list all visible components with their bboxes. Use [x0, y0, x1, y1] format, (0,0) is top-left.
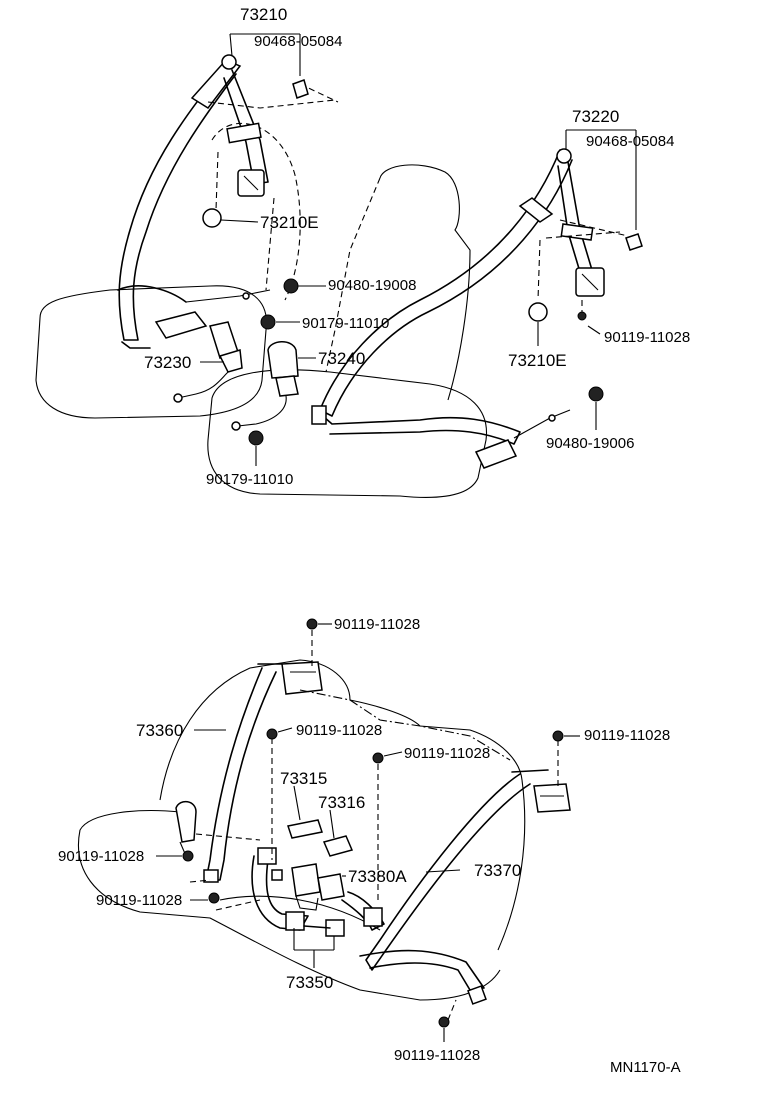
passenger-upper-guide: [518, 197, 554, 223]
driver-anchor-bolt-icon: [221, 54, 237, 70]
label-passenger-buckle: 73240: [318, 349, 365, 368]
label-73220: 73220: [572, 107, 619, 126]
label-73380A: 73380A: [348, 867, 407, 886]
driver-belt-upper-guide: [190, 59, 242, 109]
passenger-grommet-icon: [588, 386, 604, 402]
rear-top-bolt-icon: [306, 618, 318, 630]
rear-guide-dashdot: [299, 689, 511, 761]
rear-seat-cushion-line: [219, 895, 381, 931]
passenger-buckle-bolt-icon: [248, 430, 264, 446]
driver-seat-cushion: [35, 285, 268, 419]
rear-guide-dash: [189, 630, 559, 1021]
driver-buckle-bolt-icon: [260, 314, 276, 330]
rear-right-belt-webbing: [365, 773, 531, 971]
driver-buckle-wire: [185, 289, 271, 303]
figure-code: MN1170-A: [610, 1059, 681, 1076]
driver-grommet-icon: [283, 278, 299, 294]
rear-right-retractor: [533, 783, 571, 813]
label-rear-mid-bolt-left: 90119-11028: [296, 722, 382, 739]
rear-left-retractor: [281, 661, 323, 695]
rear-right-lap-belt: [359, 949, 485, 991]
driver-buckle-plate: [154, 311, 208, 339]
driver-belt-webbing: [118, 61, 237, 341]
passenger-cover-icon: [528, 302, 548, 322]
label-driver-cover: 73210E: [260, 213, 319, 232]
label-73360: 73360: [136, 721, 183, 740]
label-passenger-bolt: 90119-11028: [604, 329, 690, 346]
rear-right-top-bolt-icon: [552, 730, 564, 742]
rear-left-anchor: [175, 800, 197, 843]
driver-guide-dash: [207, 83, 339, 291]
passenger-guide-dash: [537, 219, 629, 301]
rear-bottom-bolt-icon: [438, 1016, 450, 1028]
label-rear-top-bolt: 90119-11028: [334, 616, 420, 633]
label-driver-buckle-bolt: 90179-11010: [302, 315, 389, 332]
label-73315: 73315: [280, 769, 327, 788]
driver-lap-belt: [117, 285, 187, 349]
passenger-buckle-plate: [474, 439, 518, 469]
label-passenger-buckle-bolt: 90179-11010: [206, 471, 293, 488]
label-rear-right-top-bolt: 90119-11028: [584, 727, 670, 744]
label-rear-bottom-bolt: 90119-11028: [394, 1047, 480, 1064]
rear-cover-a-icon: [287, 819, 323, 839]
passenger-bolt-icon: [577, 311, 587, 321]
rear-mid-bolt-left-icon: [266, 728, 278, 740]
rear-seat-back: [159, 659, 523, 801]
label-73210: 73210: [240, 5, 287, 24]
rear-center-buckle-icon: [291, 863, 321, 897]
rear-seat-back-side: [497, 779, 526, 951]
passenger-buckle-icon: [267, 341, 299, 379]
driver-retractor-bracket: [226, 122, 262, 144]
passenger-lap-belt: [315, 409, 521, 445]
rear-left-anchor-bolt-lower-icon: [208, 892, 220, 904]
driver-cover-icon: [202, 208, 222, 228]
passenger-anchor-cover-icon: [625, 233, 643, 251]
label-driver-anchor-bolt: 90468-05084: [254, 33, 342, 50]
label-passenger-grommet: 90480-19006: [546, 435, 634, 452]
label-rear-left-anchor-bolt-lower: 90119-11028: [96, 892, 182, 909]
passenger-retractor-bracket: [560, 223, 594, 241]
label-passenger-cover: 73210E: [508, 351, 567, 370]
label-driver-grommet: 90480-19008: [328, 277, 416, 294]
passenger-seat-back: [379, 164, 471, 401]
driver-seat-back: [211, 122, 301, 301]
label-driver-buckle: 73230: [144, 353, 191, 372]
label-73316: 73316: [318, 793, 365, 812]
rear-cover-b-icon: [322, 835, 354, 857]
passenger-seat-back-dash: [325, 177, 381, 373]
rear-mid-bolt-right-icon: [372, 752, 384, 764]
label-73370: 73370: [474, 861, 521, 880]
label-rear-mid-bolt-right: 90119-11028: [404, 745, 490, 762]
passenger-anchor-icon: [556, 148, 572, 164]
label-passenger-anchor-bolt: 90468-05084: [586, 133, 674, 150]
rear-left-anchor-bolt-upper-icon: [182, 850, 194, 862]
driver-anchor-cover-icon: [292, 79, 309, 99]
rear-seat-cushion: [78, 810, 501, 1001]
label-rear-left-anchor-bolt-upper: 90119-11028: [58, 848, 144, 865]
label-73350: 73350: [286, 973, 333, 992]
